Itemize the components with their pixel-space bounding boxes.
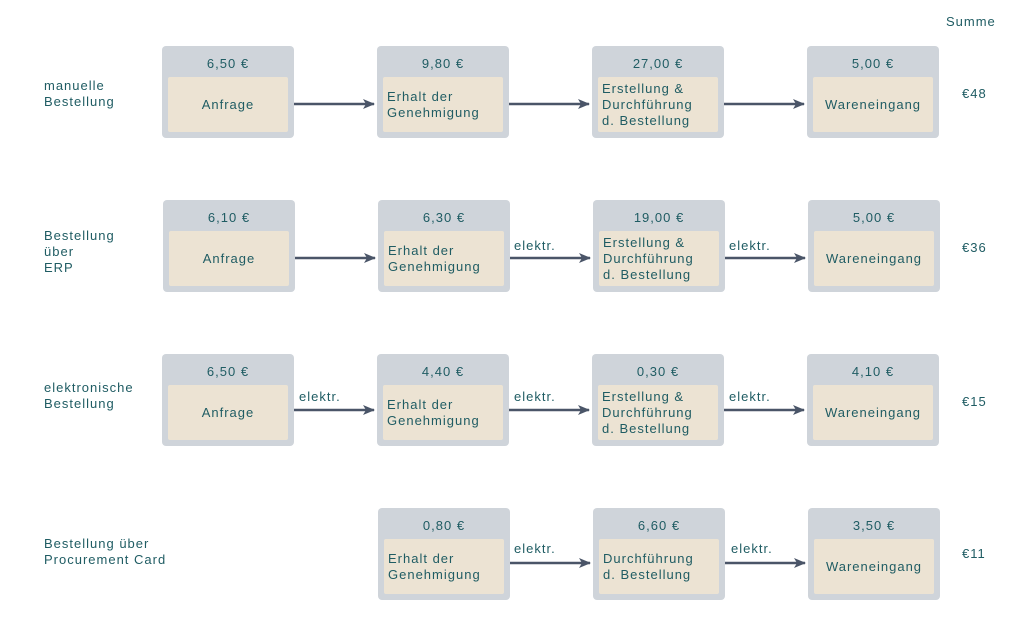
arrow-label-electronic: elektr.	[731, 541, 773, 556]
process-step: Erhalt der Genehmigung	[384, 231, 504, 286]
process-step-label: d. Bestellung	[603, 566, 692, 582]
process-box-execution: 0,30 € Erstellung & Durchführung d. Best…	[592, 354, 724, 446]
process-box-approval: 4,40 € Erhalt der Genehmigung	[377, 354, 509, 446]
process-step: Wareneingang	[813, 77, 933, 132]
process-cost: 6,50 €	[206, 364, 250, 379]
process-cost: 27,00 €	[632, 56, 684, 71]
process-box-approval: 9,80 € Erhalt der Genehmigung	[377, 46, 509, 138]
process-cost: 19,00 €	[633, 210, 685, 225]
arrow-label-electronic: elektr.	[729, 238, 771, 253]
process-cost: 9,80 €	[421, 56, 465, 71]
row-label-line: Bestellung über	[44, 536, 150, 551]
process-step: Durchführung d. Bestellung	[599, 539, 719, 594]
process-cost: 6,30 €	[422, 210, 466, 225]
process-cost: 6,50 €	[206, 56, 250, 71]
process-step-label: Anfrage	[201, 404, 255, 420]
process-step-label: Genehmigung	[387, 412, 480, 428]
process-step: Wareneingang	[814, 231, 934, 286]
process-box-request: 6,50 € Anfrage	[162, 354, 294, 446]
process-step-label: Durchführung	[603, 250, 694, 266]
process-box-approval: 6,30 € Erhalt der Genehmigung	[378, 200, 510, 292]
process-box-goods-receipt: 5,00 € Wareneingang	[808, 200, 940, 292]
process-step-label: Wareneingang	[825, 250, 923, 266]
process-step-label: Durchführung	[602, 96, 693, 112]
process-cost: 5,00 €	[852, 210, 896, 225]
sum-column-header: Summe	[946, 14, 996, 29]
row-sum: €11	[962, 546, 986, 561]
process-cost: 6,10 €	[207, 210, 251, 225]
row-label-erp-order: Bestellung über ERP	[44, 228, 164, 276]
process-step: Anfrage	[168, 385, 288, 440]
process-step: Erhalt der Genehmigung	[384, 539, 504, 594]
process-step-label: Anfrage	[201, 96, 255, 112]
process-step-label: d. Bestellung	[603, 266, 692, 282]
process-step: Erstellung & Durchführung d. Bestellung	[599, 231, 719, 286]
process-step-label: Durchführung	[603, 550, 694, 566]
process-step: Erstellung & Durchführung d. Bestellung	[598, 77, 718, 132]
row-sum: €48	[962, 86, 987, 101]
process-cost: 4,10 €	[851, 364, 895, 379]
process-step-label: d. Bestellung	[602, 112, 691, 128]
process-step-label: Wareneingang	[825, 558, 923, 574]
process-step-label: Anfrage	[202, 250, 256, 266]
process-step-label: Genehmigung	[387, 104, 480, 120]
process-step-label: Erhalt der	[388, 550, 455, 566]
arrow-label-electronic: elektr.	[729, 389, 771, 404]
row-label-line: Procurement Card	[44, 552, 167, 567]
process-step: Erhalt der Genehmigung	[383, 385, 503, 440]
process-box-goods-receipt: 3,50 € Wareneingang	[808, 508, 940, 600]
row-label-line: Bestellung	[44, 228, 115, 243]
process-cost: 4,40 €	[421, 364, 465, 379]
process-step: Erstellung & Durchführung d. Bestellung	[598, 385, 718, 440]
process-step-label: Wareneingang	[824, 96, 922, 112]
process-box-execution: 6,60 € Durchführung d. Bestellung	[593, 508, 725, 600]
process-cost: 0,30 €	[636, 364, 680, 379]
process-step: Anfrage	[168, 77, 288, 132]
row-label-procurement-card: Bestellung über Procurement Card	[44, 536, 214, 568]
arrow-label-electronic: elektr.	[299, 389, 341, 404]
process-step: Wareneingang	[814, 539, 934, 594]
process-step-label: Durchführung	[602, 404, 693, 420]
row-label-manual-order: manuelle Bestellung	[44, 78, 164, 110]
process-cost: 3,50 €	[852, 518, 896, 533]
arrow-label-electronic: elektr.	[514, 389, 556, 404]
process-cost: 6,60 €	[637, 518, 681, 533]
process-step: Wareneingang	[813, 385, 933, 440]
process-box-goods-receipt: 4,10 € Wareneingang	[807, 354, 939, 446]
process-step-label: Genehmigung	[388, 258, 481, 274]
process-step-label: Erhalt der	[387, 88, 454, 104]
process-box-execution: 27,00 € Erstellung & Durchführung d. Bes…	[592, 46, 724, 138]
process-step-label: Erhalt der	[388, 242, 455, 258]
row-sum: €36	[962, 240, 987, 255]
process-box-execution: 19,00 € Erstellung & Durchführung d. Bes…	[593, 200, 725, 292]
row-sum: €15	[962, 394, 987, 409]
process-box-goods-receipt: 5,00 € Wareneingang	[807, 46, 939, 138]
row-label-line: ERP	[44, 260, 74, 275]
row-label-line: Bestellung	[44, 94, 115, 109]
process-step-label: Genehmigung	[388, 566, 481, 582]
process-step: Anfrage	[169, 231, 289, 286]
row-label-electronic-order: elektronische Bestellung	[44, 380, 164, 412]
arrow-label-electronic: elektr.	[514, 541, 556, 556]
process-step-label: d. Bestellung	[602, 420, 691, 436]
process-step-label: Erstellung &	[603, 234, 686, 250]
process-box-approval: 0,80 € Erhalt der Genehmigung	[378, 508, 510, 600]
row-label-line: manuelle	[44, 78, 105, 93]
arrow-label-electronic: elektr.	[514, 238, 556, 253]
process-box-request: 6,10 € Anfrage	[163, 200, 295, 292]
process-step: Erhalt der Genehmigung	[383, 77, 503, 132]
process-step-label: Erstellung &	[602, 80, 685, 96]
process-step-label: Wareneingang	[824, 404, 922, 420]
process-box-request: 6,50 € Anfrage	[162, 46, 294, 138]
row-label-line: über	[44, 244, 75, 259]
process-step-label: Erhalt der	[387, 396, 454, 412]
row-label-line: Bestellung	[44, 396, 115, 411]
process-cost: 5,00 €	[851, 56, 895, 71]
row-label-line: elektronische	[44, 380, 134, 395]
process-step-label: Erstellung &	[602, 388, 685, 404]
process-cost: 0,80 €	[422, 518, 466, 533]
